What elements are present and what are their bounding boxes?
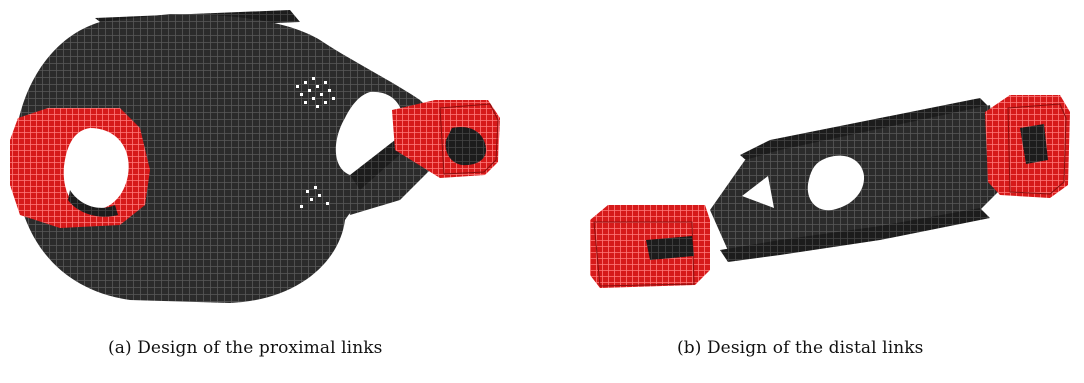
distal-link-render — [590, 95, 1070, 288]
proximal-link-perforations — [296, 77, 335, 208]
distal-link-hole-large — [807, 155, 865, 211]
caption-proximal-links: (a) Design of the proximal links — [108, 338, 383, 358]
distal-link-left-block-slot — [646, 236, 694, 260]
proximal-link-render — [10, 10, 500, 303]
proximal-link-right-hub-bore — [445, 126, 487, 166]
distal-link-bottom-flange — [720, 208, 990, 262]
proximal-link-panel: (a) Design of the proximal links — [0, 0, 520, 383]
distal-link-panel: (b) Design of the distal links — [560, 0, 1084, 383]
distal-link-right-block-slot — [1020, 124, 1048, 164]
distal-link-hole-small — [742, 176, 774, 208]
proximal-link-arm-inner — [350, 140, 405, 190]
caption-distal-links: (b) Design of the distal links — [677, 338, 924, 358]
proximal-link-left-bore-inner — [68, 190, 118, 217]
proximal-link-left-bore — [63, 128, 129, 211]
